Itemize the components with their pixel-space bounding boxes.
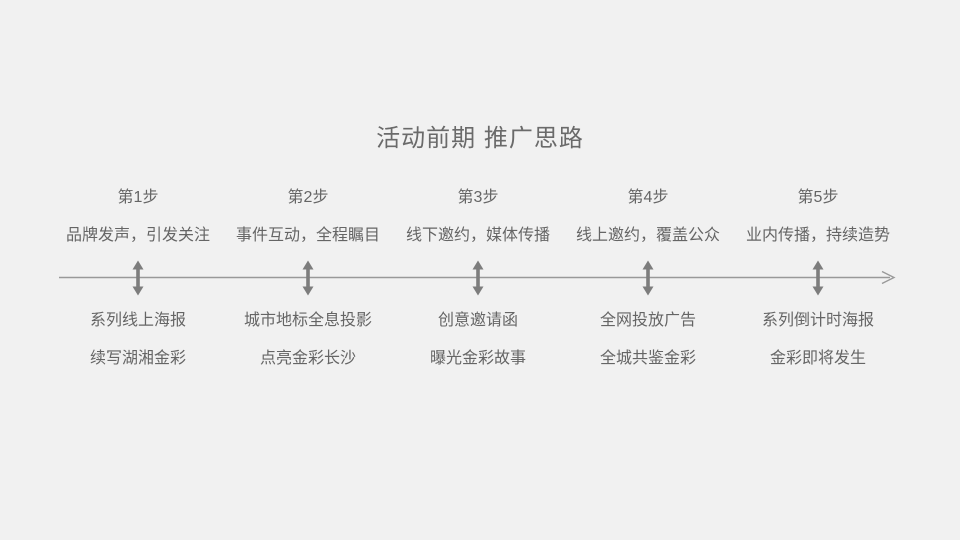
step-label: 第5步 [797, 189, 839, 206]
vertical-double-arrow-icon [132, 260, 144, 296]
step-headline: 事件互动，全程瞩目 [235, 227, 380, 244]
step-item-2: 点亮金彩长沙 [259, 350, 356, 367]
vertical-double-arrow-icon [642, 260, 654, 296]
step-label: 第4步 [627, 189, 669, 206]
step-headline: 线上邀约，覆盖公众 [575, 227, 720, 244]
step-item-2: 金彩即将发生 [769, 350, 866, 367]
step-label: 第3步 [457, 189, 499, 206]
vertical-double-arrow-icon [302, 260, 314, 296]
page-title: 活动前期 推广思路 [376, 125, 584, 152]
step-item-1: 创意邀请函 [437, 312, 518, 329]
step-column-1: 第1步 品牌发声，引发关注 系列线上海报 续写湖湘金彩 [53, 180, 223, 390]
step-headline: 线下邀约，媒体传播 [405, 227, 550, 244]
step-label: 第1步 [117, 189, 159, 206]
vertical-double-arrow-icon [812, 260, 824, 296]
right-arrow-icon [881, 270, 896, 285]
step-item-2: 曝光金彩故事 [429, 350, 526, 367]
step-item-1: 系列倒计时海报 [761, 312, 874, 329]
step-headline: 业内传播，持续造势 [745, 227, 890, 244]
step-headline: 品牌发声，引发关注 [65, 227, 210, 244]
timeline: 第1步 品牌发声，引发关注 系列线上海报 续写湖湘金彩 第2步 事件互动，全程瞩… [53, 180, 903, 390]
timeline-axis [59, 270, 896, 285]
step-item-1: 全网投放广告 [599, 312, 696, 329]
step-item-1: 城市地标全息投影 [243, 312, 372, 329]
vertical-double-arrow-icon [472, 260, 484, 296]
step-column-2: 第2步 事件互动，全程瞩目 城市地标全息投影 点亮金彩长沙 [223, 180, 393, 390]
step-label: 第2步 [287, 189, 329, 206]
step-item-2: 续写湖湘金彩 [89, 350, 186, 367]
step-column-3: 第3步 线下邀约，媒体传播 创意邀请函 曝光金彩故事 [393, 180, 563, 390]
step-item-1: 系列线上海报 [89, 312, 186, 329]
step-column-5: 第5步 业内传播，持续造势 系列倒计时海报 金彩即将发生 [733, 180, 903, 390]
step-item-2: 全城共鉴金彩 [599, 350, 696, 367]
step-column-4: 第4步 线上邀约，覆盖公众 全网投放广告 全城共鉴金彩 [563, 180, 733, 390]
